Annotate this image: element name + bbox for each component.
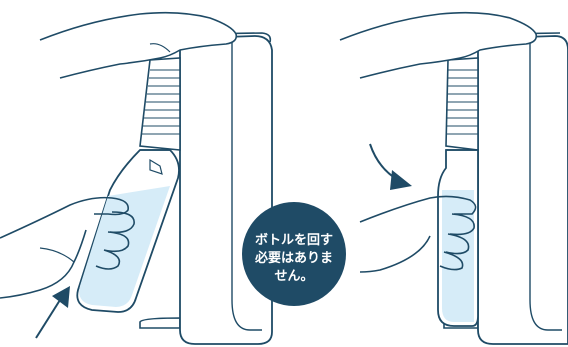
machine-body-left (179, 35, 273, 345)
machine-top-left (197, 32, 272, 43)
machine-body-right (477, 35, 568, 345)
badge-line-2: 必要はありま (254, 250, 333, 266)
machine-panel-right (529, 40, 562, 331)
badge-line-3: せん。 (274, 269, 313, 284)
bottom-hand-left (0, 196, 135, 299)
right-panel (339, 11, 568, 345)
top-hand-left (39, 11, 238, 79)
push-up-arrow-icon (35, 299, 61, 339)
bottom-hand-right (359, 195, 477, 273)
info-badge: ボトルを回す 必要はありま せん。 (242, 202, 346, 306)
badge-line-1: ボトルを回す (255, 232, 333, 248)
top-hand-right (339, 11, 538, 79)
machine-base-left (139, 317, 181, 329)
bottle-right (437, 149, 479, 327)
neck-ribs-right (445, 57, 479, 151)
neck-ribs-left (139, 57, 181, 151)
left-panel (0, 11, 273, 345)
